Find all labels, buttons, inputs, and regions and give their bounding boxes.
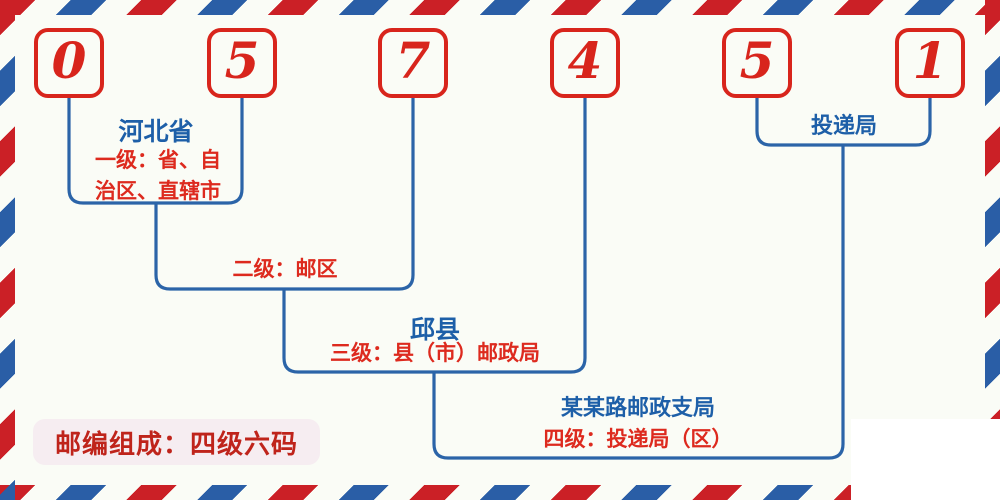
digit-1: 0 [51, 31, 87, 90]
digit-6: 1 [912, 31, 948, 90]
level1-label-line1: 一级：省、自 [95, 149, 221, 172]
level4-place: 某某路邮政支局 [560, 395, 716, 420]
airmail-border-top [0, 0, 1000, 15]
digit-5: 5 [739, 31, 775, 90]
airmail-border-right [985, 0, 1000, 500]
level1-label-line2: 治区、直辖市 [95, 180, 221, 203]
digit-3: 7 [395, 31, 431, 90]
digit-box-4: 4 [550, 28, 620, 98]
white-patch [851, 419, 1000, 500]
level1-place: 河北省 [118, 119, 194, 146]
level4-label: 四级：投递局（区） [543, 428, 733, 451]
level2-label: 二级：邮区 [232, 258, 338, 281]
delivery-place: 投递局 [810, 113, 878, 138]
airmail-border-bottom [0, 485, 1000, 500]
bracket-level4 [432, 145, 845, 460]
digit-box-1: 0 [34, 28, 104, 98]
footer-badge-text: 邮编组成：四级六码 [55, 429, 299, 459]
airmail-border-left [0, 0, 15, 500]
level3-place: 邱县 [409, 317, 461, 344]
bracket-delivery [755, 98, 932, 147]
level1-label: 一级：省、自 治区、直辖市 [95, 145, 221, 207]
digit-box-5: 5 [722, 28, 792, 98]
digit-box-3: 7 [378, 28, 448, 98]
digit-box-2: 5 [207, 28, 277, 98]
digit-box-6: 1 [895, 28, 965, 98]
digit-2: 5 [224, 31, 260, 90]
digit-4: 4 [567, 31, 603, 90]
level3-label: 三级：县（市）邮政局 [330, 342, 540, 365]
footer-badge: 邮编组成：四级六码 [33, 419, 321, 465]
